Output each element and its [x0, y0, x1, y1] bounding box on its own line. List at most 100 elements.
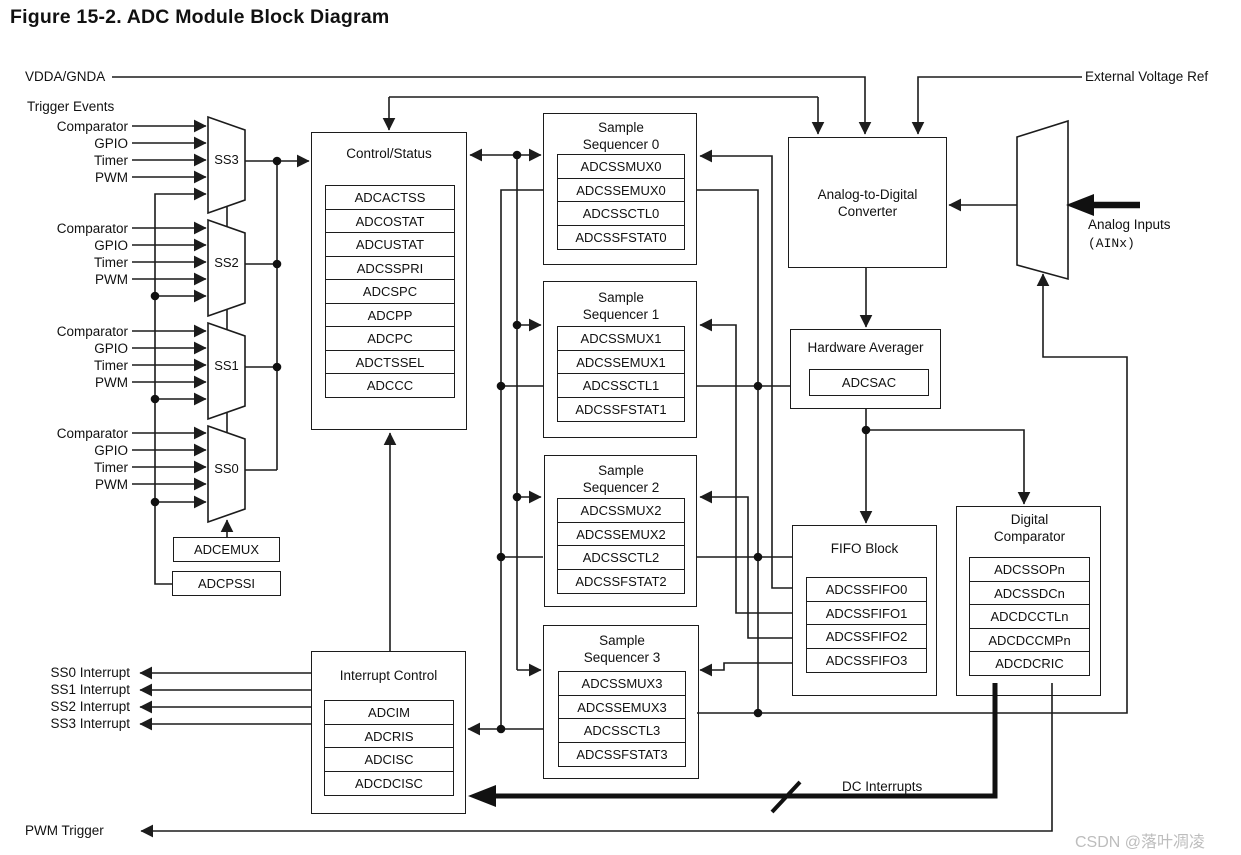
register: ADCSSMUX1 — [557, 326, 685, 351]
hardware-averager-block: Hardware Averager ADCSAC — [790, 329, 941, 409]
register: ADCSSEMUX0 — [557, 177, 685, 203]
register: ADCSSMUX2 — [557, 498, 685, 523]
sample-sequencer-3-title: Sample Sequencer 3 — [583, 633, 661, 665]
trigger-input-label: Comparator — [56, 324, 128, 339]
register: ADCDCISC — [324, 770, 454, 796]
fifo-block-title: FIFO Block — [830, 541, 899, 556]
register: ADCSSEMUX3 — [558, 694, 686, 720]
adcemux-box: ADCEMUX — [173, 537, 280, 562]
register: ADCSSEMUX2 — [557, 521, 685, 547]
external-vref-label: External Voltage Ref — [1085, 69, 1209, 84]
sample-sequencer-0-title: Sample Sequencer 0 — [582, 120, 660, 152]
analog-inputs-arrowhead — [1066, 194, 1094, 216]
register: ADCSSFSTAT1 — [557, 396, 685, 422]
register: ADCSSCTL3 — [558, 718, 686, 743]
register: ADCISC — [324, 747, 454, 772]
analog-input-mux-shape — [1016, 119, 1069, 281]
mux-ss1-label: SS1 — [214, 358, 239, 373]
sample-sequencer-2-title: Sample Sequencer 2 — [582, 463, 660, 495]
register: ADCOSTAT — [325, 208, 455, 234]
register: ADCTSSEL — [325, 349, 455, 375]
trigger-input-label: GPIO — [94, 136, 128, 151]
register: ADCRIS — [324, 723, 454, 749]
trigger-input-label: GPIO — [94, 341, 128, 356]
register: ADCSSEMUX1 — [557, 349, 685, 375]
register: ADCSSFSTAT3 — [558, 741, 686, 767]
figure-title: Figure 15-2. ADC Module Block Diagram — [10, 6, 390, 28]
pwm-trigger-label: PWM Trigger — [25, 823, 104, 838]
trigger-input-label: PWM — [95, 477, 128, 492]
digital-comparator-title: Digital Comparator — [993, 512, 1066, 544]
register: ADCIM — [324, 700, 454, 725]
trigger-input-label: Timer — [94, 460, 128, 475]
interrupt-control-title: Interrupt Control — [339, 668, 438, 683]
ss-interrupt-label: SS0 Interrupt — [50, 665, 130, 680]
register: ADCSSCTL2 — [557, 545, 685, 570]
trigger-events-label: Trigger Events — [27, 99, 115, 114]
junction-dots — [150, 150, 871, 734]
mux-ss0-label: SS0 — [214, 461, 239, 476]
trigger-input-label: Timer — [94, 358, 128, 373]
trigger-input-label: PWM — [95, 170, 128, 185]
bus-width-slash — [770, 780, 802, 814]
trigger-input-label: Comparator — [56, 221, 128, 236]
register: ADCPP — [325, 302, 455, 328]
trigger-input-label: Timer — [94, 255, 128, 270]
register: ADCUSTAT — [325, 232, 455, 257]
mux-ss2-label: SS2 — [214, 255, 239, 270]
hardware-averager-title: Hardware Averager — [807, 340, 924, 355]
register: ADCSSDCn — [969, 580, 1090, 606]
sample-sequencer-1-title: Sample Sequencer 1 — [582, 290, 660, 322]
trigger-input-label: Comparator — [56, 119, 128, 134]
register: ADCSSMUX0 — [557, 154, 685, 179]
register: ADCSSFIFO1 — [806, 600, 927, 626]
register: ADCCC — [325, 373, 455, 398]
register: ADCSSFIFO3 — [806, 647, 927, 673]
register: ADCSPC — [325, 279, 455, 304]
trigger-input-label: GPIO — [94, 443, 128, 458]
register: ADCSSMUX3 — [558, 671, 686, 696]
register: ADCSSFIFO2 — [806, 624, 927, 649]
register: ADCACTSS — [325, 185, 455, 210]
register: ADCSSCTL0 — [557, 201, 685, 226]
trigger-input-label: Timer — [94, 153, 128, 168]
register: ADCDCRIC — [969, 651, 1090, 676]
register: ADCSSFSTAT2 — [557, 568, 685, 594]
ss-interrupt-label: SS1 Interrupt — [50, 682, 130, 697]
trigger-input-label: PWM — [95, 272, 128, 287]
trigger-input-label: PWM — [95, 375, 128, 390]
control-status-title: Control/Status — [346, 146, 432, 161]
register: ADCSSFSTAT0 — [557, 224, 685, 250]
ss-interrupt-label: SS2 Interrupt — [50, 699, 130, 714]
register: ADCSAC — [809, 369, 929, 396]
register: ADCDCCMPn — [969, 627, 1090, 653]
adc-converter-title: Analog-to-Digital Converter — [817, 186, 918, 219]
register: ADCDCCTLn — [969, 604, 1090, 629]
adcpssi-box: ADCPSSI — [172, 571, 281, 596]
adc-converter-block: Analog-to-Digital Converter — [788, 137, 947, 268]
dc-interrupts-label: DC Interrupts — [842, 779, 923, 794]
vdda-gnda-label: VDDA/GNDA — [25, 69, 106, 84]
analog-inputs-label: Analog Inputs — [1088, 217, 1171, 232]
register: ADCSSFIFO0 — [806, 577, 927, 602]
